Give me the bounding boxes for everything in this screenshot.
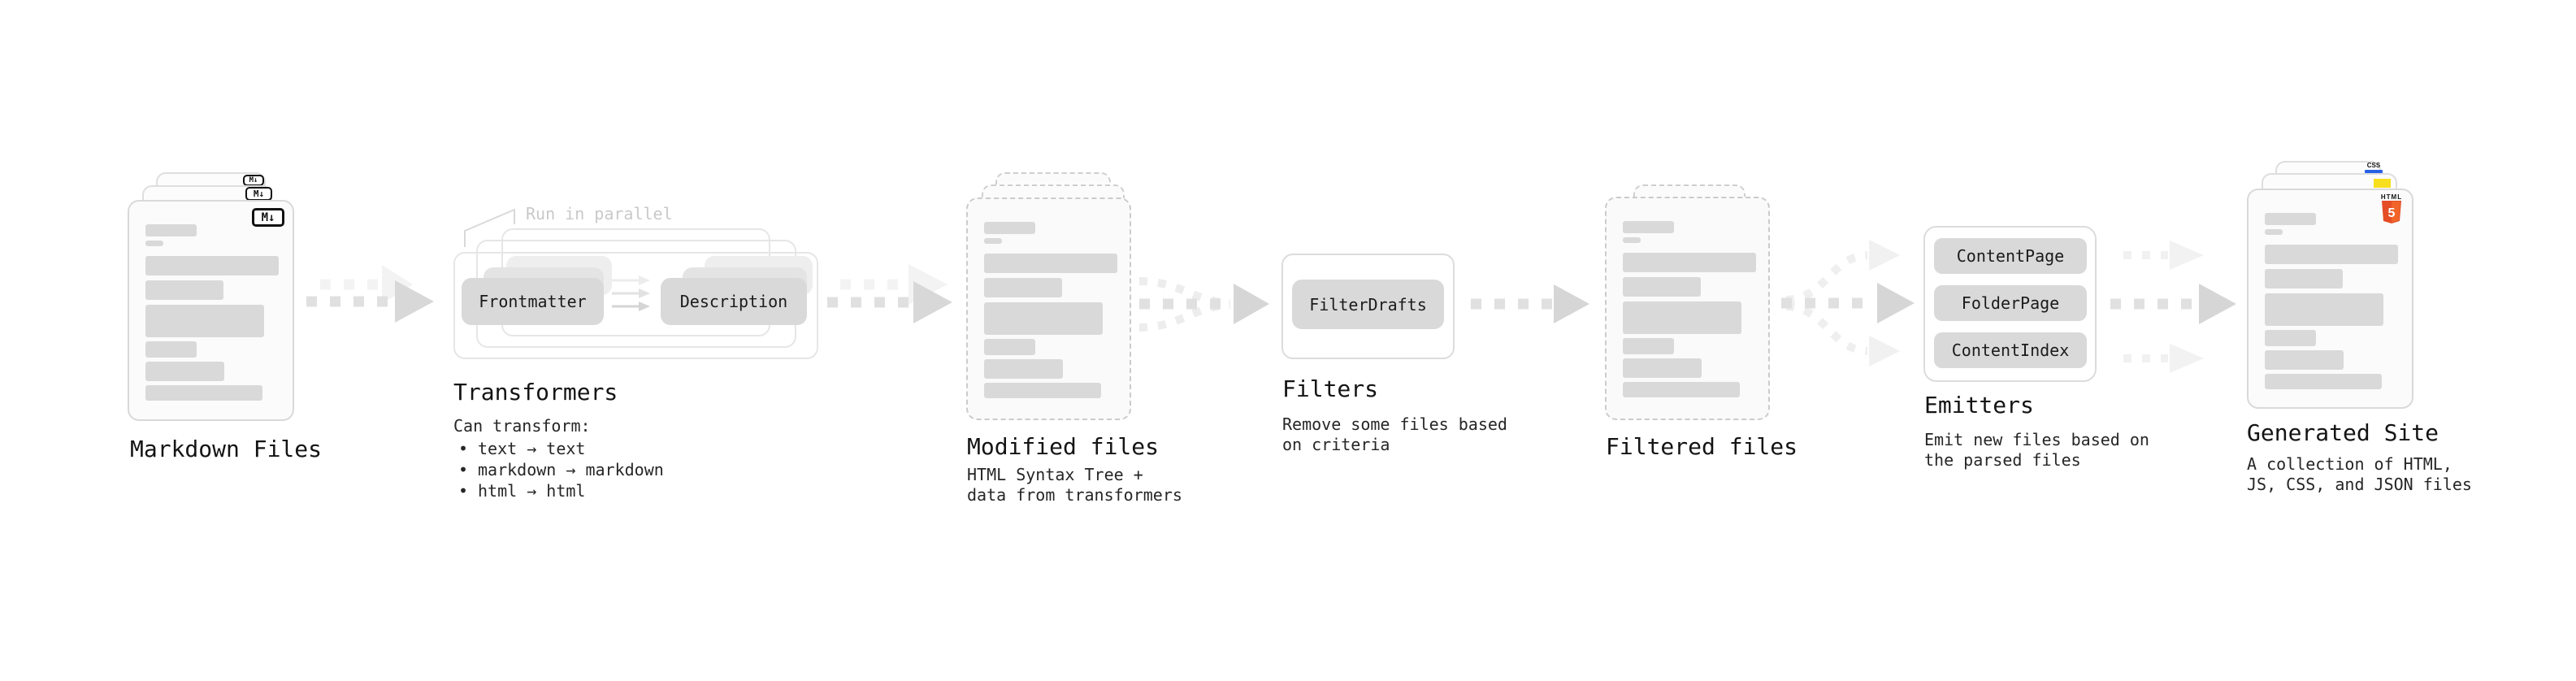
css-file-icon: CSS: [2365, 163, 2383, 173]
emitter-step-contentindex: ContentIndex: [1934, 332, 2087, 368]
placeholder-bar: [984, 254, 1117, 273]
generated-site-card: HTML 5: [2247, 189, 2413, 409]
transformers-bullet: • text → text: [457, 439, 585, 458]
generated-site-desc-line1: A collection of HTML,: [2247, 454, 2452, 474]
placeholder-bar: [1623, 253, 1756, 272]
placeholder-bar: [984, 278, 1062, 297]
placeholder-bar: [2265, 374, 2382, 389]
filters-desc-line1: Remove some files based: [1282, 414, 1507, 434]
emitters-label: Emitters: [1924, 392, 2034, 419]
placeholder-bar: [2265, 213, 2316, 225]
placeholder-bar: [1623, 277, 1701, 297]
run-in-parallel-annotation: Run in parallel: [526, 204, 673, 223]
placeholder-bar: [1623, 237, 1641, 243]
modified-files-desc-line2: data from transformers: [967, 485, 1182, 505]
bullet-text: html → html: [478, 481, 586, 501]
placeholder-bar: [1623, 338, 1674, 354]
js-file-icon: [2374, 179, 2391, 188]
generated-site-desc-line2: JS, CSS, and JSON files: [2247, 475, 2472, 494]
transformer-step-description: Description: [661, 278, 807, 325]
filter-step-filterdrafts: FilterDrafts: [1292, 280, 1444, 329]
bullet-dot: •: [458, 439, 469, 458]
placeholder-bar: [984, 339, 1035, 355]
arrow-emitters-to-site-icon: [2110, 241, 2236, 373]
generated-site-label: Generated Site: [2247, 419, 2439, 446]
html5-icon: HTML 5: [2380, 193, 2403, 223]
transformer-frame-front: [453, 252, 818, 359]
transformers-bullet: • markdown → markdown: [457, 460, 664, 479]
emitter-step-folderpage: FolderPage: [1934, 285, 2087, 321]
markdown-icon: M↓: [252, 208, 284, 227]
placeholder-bar: [145, 385, 262, 401]
transformers-label: Transformers: [453, 379, 618, 406]
placeholder-bar: [145, 280, 223, 300]
placeholder-bar: [984, 359, 1063, 379]
modified-files-desc-line1: HTML Syntax Tree +: [967, 465, 1143, 484]
arrow-filters-to-filtered-icon: [1471, 284, 1589, 323]
placeholder-bar: [984, 383, 1101, 398]
placeholder-bar: [984, 302, 1103, 335]
svg-text:5: 5: [2388, 206, 2396, 220]
bullet-text: text → text: [478, 439, 586, 458]
placeholder-bar: [145, 305, 264, 337]
parallel-step-arrows-icon: [612, 275, 650, 311]
filters-desc-line2: on criteria: [1282, 435, 1390, 454]
transformers-bullet: • html → html: [457, 481, 585, 501]
arrow-markdown-to-transformers-icon: [306, 265, 434, 323]
arrow-modified-to-filters-icon: [1138, 277, 1269, 332]
css-label: CSS: [2366, 162, 2381, 169]
run-in-parallel-leader-icon: [464, 208, 515, 247]
filtered-file-card: [1605, 197, 1770, 420]
bullet-text: markdown → markdown: [478, 460, 664, 479]
markdown-file-card: M↓: [128, 200, 294, 421]
markdown-icon: M↓: [245, 187, 272, 201]
markdown-files-label: Markdown Files: [130, 436, 323, 462]
arrow-filtered-to-emitters-icon: [1781, 240, 1915, 367]
placeholder-bar: [145, 256, 279, 275]
filters-label: Filters: [1282, 375, 1379, 402]
placeholder-bar: [2265, 350, 2344, 370]
placeholder-bar: [2265, 269, 2343, 288]
placeholder-bar: [145, 224, 197, 236]
placeholder-bar: [145, 341, 197, 358]
placeholder-bar: [1623, 358, 1702, 378]
placeholder-bar: [1623, 221, 1674, 233]
placeholder-bar: [1623, 382, 1740, 397]
modified-files-label: Modified files: [967, 433, 1160, 460]
bullet-dot: •: [458, 481, 469, 501]
placeholder-bar: [2265, 293, 2383, 326]
placeholder-bar: [145, 362, 224, 381]
transformer-step-frontmatter: Frontmatter: [462, 278, 604, 325]
markdown-icon: M↓: [243, 175, 264, 186]
placeholder-bar: [984, 222, 1035, 234]
placeholder-bar: [984, 238, 1002, 244]
placeholder-bar: [145, 241, 163, 246]
bullet-dot: •: [458, 460, 469, 479]
html5-label: HTML: [2380, 193, 2403, 201]
filtered-files-label: Filtered files: [1606, 433, 1798, 460]
emitter-step-contentpage: ContentPage: [1934, 238, 2087, 274]
placeholder-bar: [2265, 330, 2316, 346]
css-bar: [2365, 170, 2383, 173]
placeholder-bar: [2265, 245, 2398, 264]
transformers-desc-title: Can transform:: [453, 416, 591, 436]
modified-file-card: [966, 197, 1131, 420]
emitters-desc-line2: the parsed files: [1924, 450, 2081, 470]
arrow-transformers-to-modified-icon: [827, 264, 952, 323]
placeholder-bar: [2265, 229, 2283, 235]
emitters-desc-line1: Emit new files based on: [1924, 430, 2149, 449]
html5-shield-icon: 5: [2382, 201, 2401, 223]
placeholder-bar: [1623, 301, 1741, 334]
